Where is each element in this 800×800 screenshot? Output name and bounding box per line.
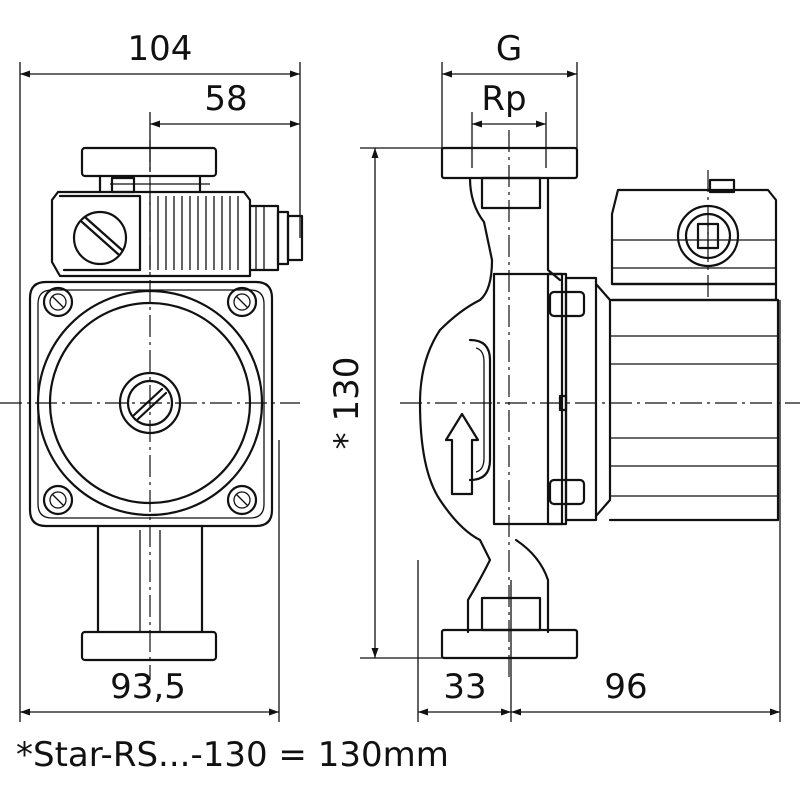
footnote-text: *Star-RS...-130 = 130mm xyxy=(16,735,449,775)
dim-depth-motor: 96 xyxy=(604,667,647,707)
front-view xyxy=(0,62,304,722)
dim-connection-thread: G xyxy=(496,29,522,69)
terminal-box-ribs xyxy=(149,196,239,270)
side-view xyxy=(360,62,800,722)
dim-width-overall: 104 xyxy=(128,29,193,69)
dim-bottom-width: 93,5 xyxy=(110,667,186,707)
speed-selector-knob xyxy=(72,210,128,266)
flow-direction-arrow xyxy=(444,412,480,496)
dim-inner-thread: Rp xyxy=(481,79,526,119)
dimension-lines xyxy=(20,70,780,716)
dim-depth-front: 33 xyxy=(443,667,486,707)
dim-install-length: * 130 xyxy=(327,357,367,450)
housing-screws xyxy=(42,286,258,516)
dim-width-to-axis: 58 xyxy=(204,79,247,119)
dimension-labels: 104 58 93,5 G Rp * 130 33 96 xyxy=(110,29,647,707)
